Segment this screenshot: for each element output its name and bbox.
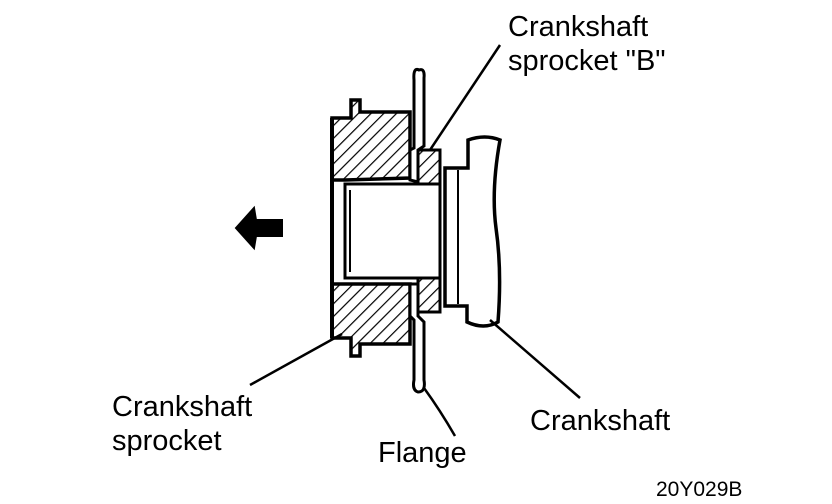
leader-flange <box>422 387 457 437</box>
leader-crankshaft <box>489 319 581 399</box>
leader-lines <box>249 44 581 437</box>
bore-shape <box>343 182 442 280</box>
leader-sprocket-b <box>428 44 502 151</box>
label-crankshaft-sprocket: Crankshaft sprocket <box>112 390 252 458</box>
label-flange: Flange <box>378 437 467 469</box>
label-crankshaft-sprocket-b-line1: Crankshaft <box>508 11 649 43</box>
arrow-left-icon <box>234 205 283 251</box>
label-crankshaft-sprocket-b: Crankshaft sprocket "B" <box>508 10 666 78</box>
label-crankshaft-sprocket-line1: Crankshaft <box>112 391 253 423</box>
crankshaft-shape <box>443 135 502 328</box>
figure-code: 20Y029B <box>656 478 743 501</box>
label-crankshaft: Crankshaft <box>530 405 671 437</box>
label-crankshaft-sprocket-line2: sprocket <box>112 425 222 457</box>
label-crankshaft-sprocket-b-line2: sprocket "B" <box>508 45 666 77</box>
flange-shape <box>408 68 426 394</box>
leader-crankshaft-sprocket <box>249 332 343 387</box>
crankshaft-sprocket-shape <box>330 98 412 358</box>
